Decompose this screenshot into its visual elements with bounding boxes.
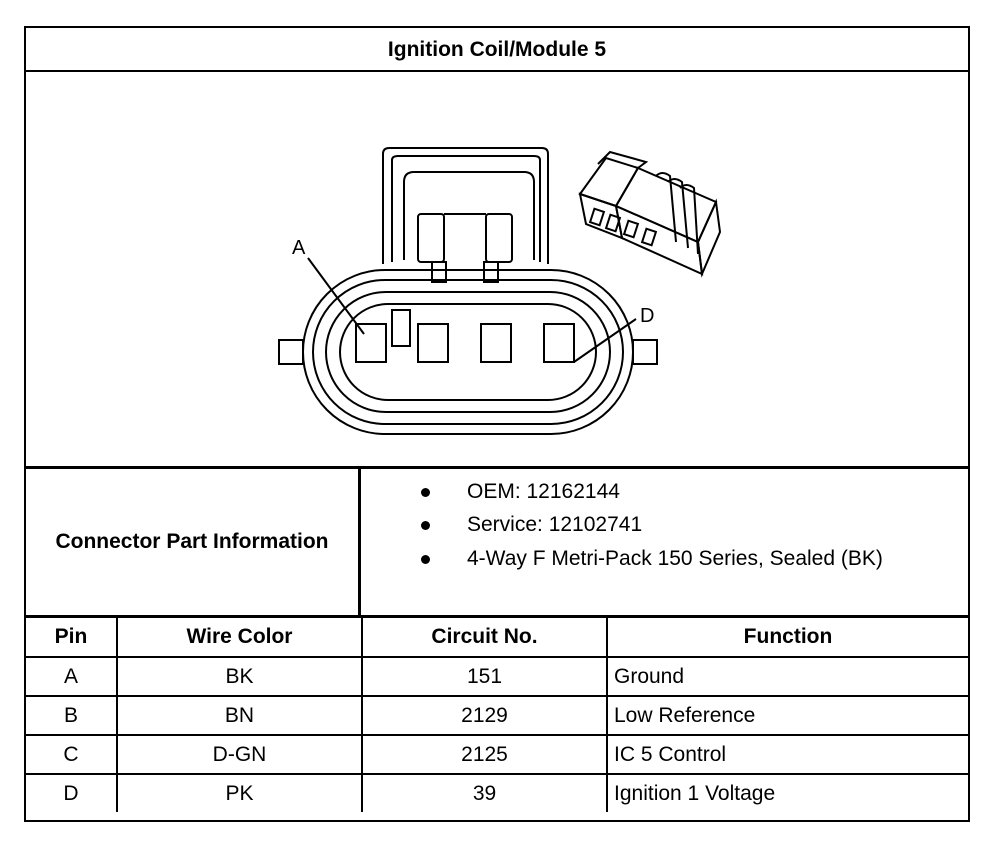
pin-cell: A: [26, 656, 118, 697]
header-circuit-no: Circuit No.: [361, 618, 608, 658]
wire-color-cell: D-GN: [116, 734, 363, 775]
header-wire-color: Wire Color: [116, 618, 363, 658]
callout-a: A: [292, 237, 306, 259]
function-cell: Ground: [606, 656, 968, 697]
table-row: A BK 151 Ground: [26, 656, 968, 697]
function-cell: Ignition 1 Voltage: [606, 773, 968, 812]
connector-part-information: Connector Part Information OEM: 12162144…: [26, 466, 968, 618]
bullet-icon: [421, 544, 435, 574]
connector-part-info-label: Connector Part Information: [26, 469, 361, 615]
header-pin: Pin: [26, 618, 118, 658]
connector-thumbnail: [578, 150, 722, 278]
table-row: D PK 39 Ignition 1 Voltage: [26, 773, 968, 812]
bullet-icon: [421, 477, 435, 507]
circuit-cell: 39: [361, 773, 608, 812]
pin-cell: C: [26, 734, 118, 775]
pin-table: Pin Wire Color Circuit No. Function A BK…: [26, 618, 968, 812]
connector-drawing: A D: [278, 147, 722, 435]
circuit-cell: 151: [361, 656, 608, 697]
pin-table-header: Pin Wire Color Circuit No. Function: [26, 618, 968, 658]
circuit-cell: 2125: [361, 734, 608, 775]
wire-color-cell: BK: [116, 656, 363, 697]
table-row: C D-GN 2125 IC 5 Control: [26, 734, 968, 775]
function-cell: IC 5 Control: [606, 734, 968, 775]
function-cell: Low Reference: [606, 695, 968, 736]
callout-d: D: [640, 305, 654, 327]
connector-part-info-list: OEM: 12162144 Service: 12102741 4-Way F …: [361, 469, 968, 615]
table-row: B BN 2129 Low Reference: [26, 695, 968, 736]
circuit-cell: 2129: [361, 695, 608, 736]
pin-cell: B: [26, 695, 118, 736]
connector-figure: A D: [26, 72, 968, 466]
wire-color-cell: PK: [116, 773, 363, 812]
bullet-icon: [421, 510, 435, 540]
page-title: Ignition Coil/Module 5: [26, 28, 968, 72]
connector-document: Ignition Coil/Module 5: [24, 26, 970, 822]
pin-cell: D: [26, 773, 118, 812]
header-function: Function: [606, 618, 968, 658]
wire-color-cell: BN: [116, 695, 363, 736]
